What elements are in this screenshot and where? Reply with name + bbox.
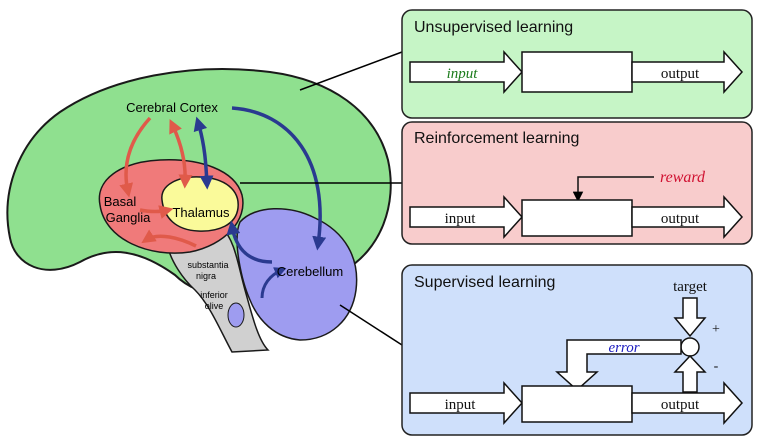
supervised-plus-sign: + (712, 322, 720, 337)
reinforcement-output-arrow (631, 195, 744, 239)
supervised-target-arrow (673, 297, 707, 338)
supervised-error-label: error (608, 340, 639, 356)
cerebellum-label: Cerebellum (277, 264, 343, 279)
connector-cortex-unsupervised (299, 51, 403, 91)
inferior-olive-label-line2: olive (205, 301, 224, 311)
unsupervised-title: Unsupervised learning (414, 19, 573, 36)
supervised-feedback-arrow (673, 354, 707, 393)
unsupervised-panel: Unsupervised learning input output (401, 9, 753, 119)
reinforcement-reward-label: reward (660, 169, 706, 186)
cortex-thalamus-blue-arrow (193, 116, 214, 190)
substantia-nigra-label-line1: substantia (187, 260, 228, 270)
unsupervised-input-label: input (447, 66, 479, 82)
substantia-nigra-loop-arrow (141, 229, 197, 248)
supervised-title: Supervised learning (414, 274, 555, 291)
inferior-olive-label-line1: inferior (200, 290, 228, 300)
thalamus-label: Thalamus (172, 205, 230, 220)
inferior-olive-region (227, 302, 245, 328)
reinforcement-process-box (521, 199, 633, 237)
cortex-to-thalamus-arrow (169, 118, 193, 189)
reinforcement-output-label: output (661, 211, 700, 227)
cerebellum-to-thalamus-arrow (226, 220, 273, 264)
reinforcement-title: Reinforcement learning (414, 130, 579, 147)
reinforcement-panel: Reinforcement learning reward input outp… (401, 121, 753, 245)
basal-ganglia-label-line1: Basal (104, 194, 137, 209)
cortex-to-cerebellum-arrow (231, 106, 327, 251)
basal-ganglia-label-line2: Ganglia (106, 210, 152, 225)
unsupervised-output-label: output (661, 66, 700, 82)
supervised-input-label: input (445, 397, 477, 413)
basal-ganglia-to-thalamus-arrow (139, 205, 174, 219)
unsupervised-input-arrow (409, 50, 524, 94)
reinforcement-input-arrow (409, 195, 524, 239)
supervised-target-label: target (673, 279, 708, 295)
brain-illustration: Cerebral Cortex Basal Ganglia Thalamus s… (6, 68, 392, 353)
olive-to-cerebellum-arrow (260, 267, 287, 299)
supervised-panel: Supervised learning target + - error inp… (401, 264, 753, 436)
unsupervised-process-box (521, 51, 633, 93)
supervised-input-arrow (409, 381, 524, 425)
substantia-nigra-label-line2: nigra (196, 271, 216, 281)
supervised-comparator (680, 337, 700, 357)
cerebral-cortex-label: Cerebral Cortex (126, 100, 218, 115)
supervised-process-box (521, 385, 633, 423)
connector-cerebellum-supervised (339, 304, 403, 346)
cerebellum-region (236, 208, 358, 341)
cortex-to-basal-ganglia-arrow (119, 116, 152, 198)
reinforcement-input-label: input (445, 211, 477, 227)
supervised-output-arrow (631, 381, 744, 425)
unsupervised-output-arrow (631, 50, 744, 94)
thalamus-region (161, 176, 239, 232)
supervised-minus-sign: - (714, 359, 719, 374)
supervised-error-arrow (555, 339, 682, 392)
reinforcement-reward-pointer (572, 176, 654, 203)
supervised-output-label: output (661, 397, 700, 413)
